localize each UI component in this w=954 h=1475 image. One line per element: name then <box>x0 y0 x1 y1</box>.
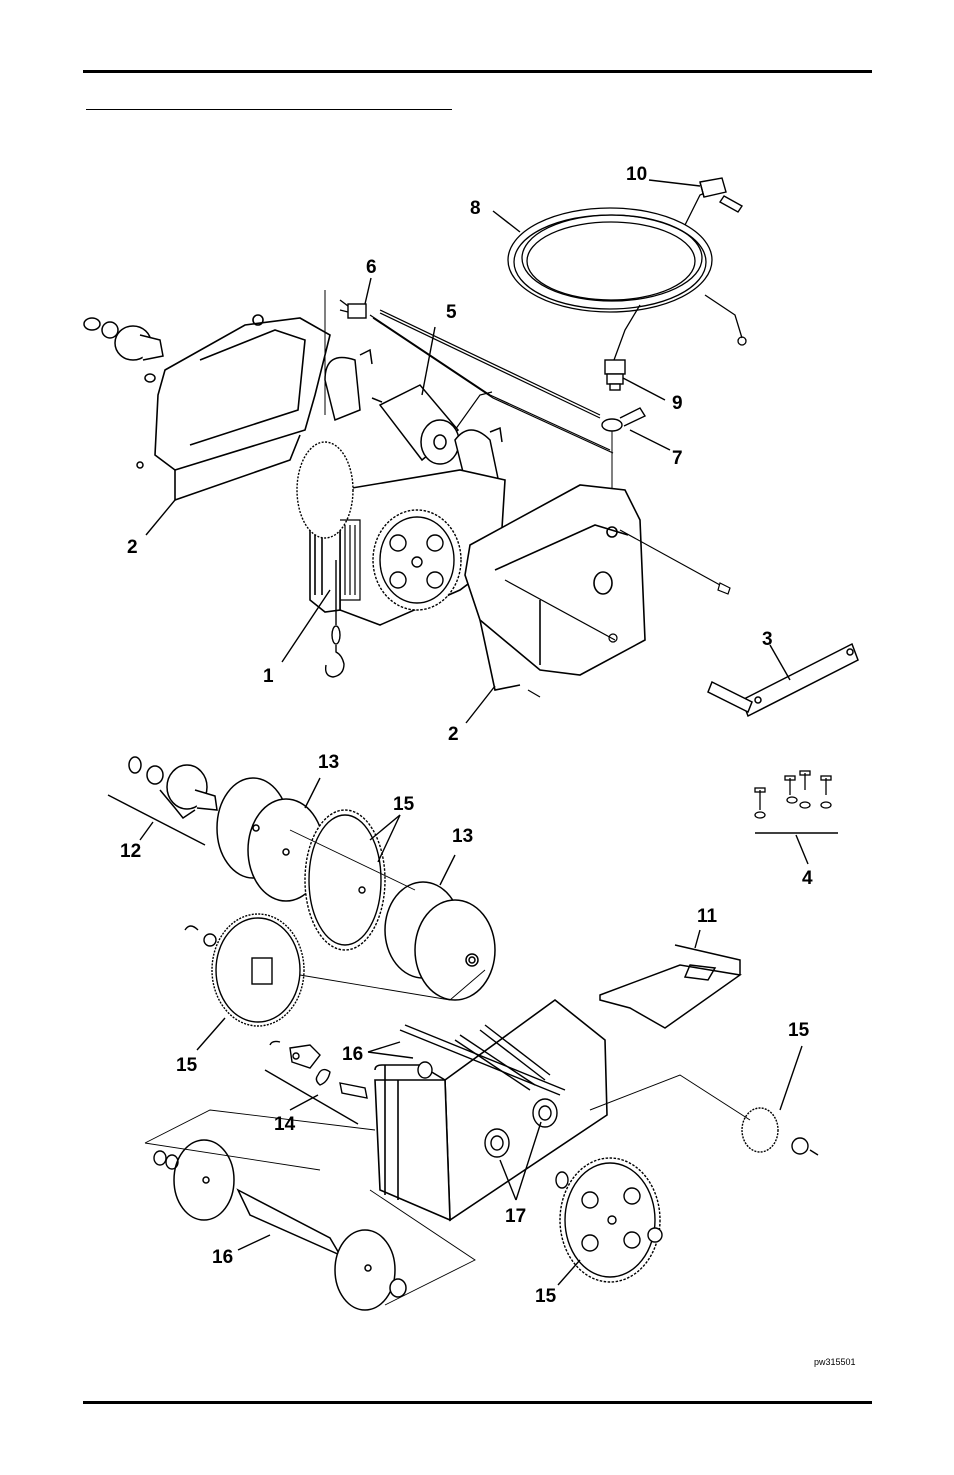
cable-drum <box>340 519 361 601</box>
header-rule <box>83 70 872 73</box>
callout-13-left: 13 <box>318 752 339 773</box>
fastener-kit <box>754 770 832 819</box>
callout-13-right: 13 <box>452 826 473 847</box>
large-gear-left <box>296 441 354 539</box>
long-bolts <box>504 529 731 698</box>
crank-handle <box>707 642 859 718</box>
leader-lines <box>107 179 838 1286</box>
left-motor-cover <box>154 290 331 502</box>
callout-5: 5 <box>446 302 457 323</box>
large-gear-lower <box>555 1157 663 1283</box>
plug-connector <box>699 177 744 213</box>
switch <box>339 299 367 319</box>
pawl-parts <box>269 1040 368 1099</box>
drum-shaft <box>173 1139 407 1311</box>
callout-17: 17 <box>505 1206 526 1227</box>
callout-14: 14 <box>274 1114 296 1135</box>
lower-knob <box>128 756 218 820</box>
figure-id: pw315501 <box>814 1357 856 1367</box>
callout-4: 4 <box>802 868 813 889</box>
lower-frame <box>374 998 608 1222</box>
large-gear-right <box>372 509 462 611</box>
bearings <box>484 1098 558 1158</box>
callout-15-upper: 15 <box>393 794 415 815</box>
pinion-gear <box>589 1074 819 1156</box>
callout-15-left: 15 <box>176 1055 198 1076</box>
callout-6: 6 <box>366 257 377 278</box>
callout-1: 1 <box>263 666 274 687</box>
right-motor-cover <box>464 484 646 691</box>
callout-16-lower: 16 <box>212 1247 233 1268</box>
callout-11: 11 <box>697 906 718 927</box>
guide-lines <box>144 829 486 1306</box>
footer-rule <box>83 1401 872 1404</box>
cable-coil <box>507 189 747 361</box>
large-gear-upper <box>304 809 386 951</box>
washers <box>153 1150 179 1170</box>
frame-shafts <box>399 1024 566 1096</box>
callout-10: 10 <box>626 164 647 185</box>
upper-knob <box>83 317 164 469</box>
callout-9: 9 <box>672 393 683 414</box>
callout-16-upper: 16 <box>342 1044 363 1065</box>
cable-hook <box>324 560 345 678</box>
callout-2-left: 2 <box>127 537 138 558</box>
socket-connector <box>604 359 626 391</box>
callout-7: 7 <box>672 448 683 469</box>
callout-3: 3 <box>762 629 773 650</box>
drum-flange-right <box>384 881 496 1001</box>
wear-pad <box>599 944 742 1029</box>
section-heading-rule <box>86 109 452 110</box>
callout-15-right: 15 <box>788 1020 810 1041</box>
wiring-harness <box>369 309 614 454</box>
gear-left <box>184 913 305 1027</box>
motor <box>371 384 460 465</box>
callout-15-lower: 15 <box>535 1286 557 1307</box>
callout-8: 8 <box>470 198 481 219</box>
callout-2-right: 2 <box>448 724 459 745</box>
callout-12: 12 <box>120 841 141 862</box>
